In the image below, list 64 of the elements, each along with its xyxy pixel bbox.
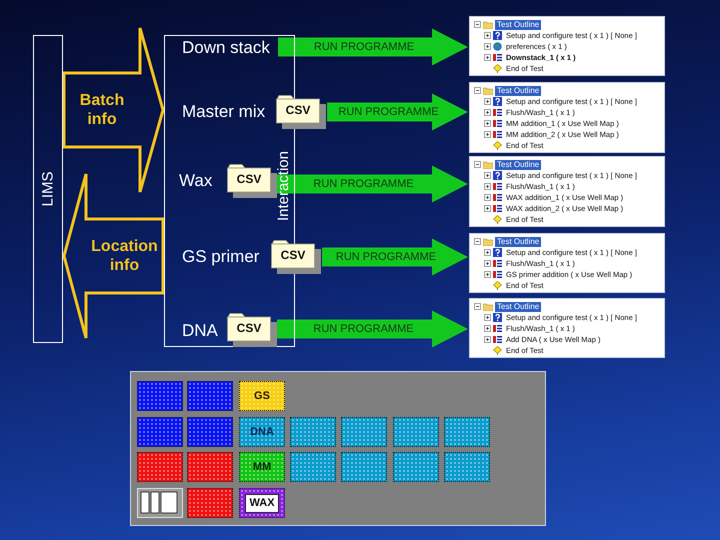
- step-label: DNA: [182, 319, 224, 343]
- plate-tile: [444, 452, 490, 482]
- tree-header-label: Test Outline: [495, 236, 542, 246]
- plate-tile: [239, 381, 285, 411]
- block-arrow: [327, 94, 468, 130]
- tree-header-label: Test Outline: [495, 20, 542, 30]
- plate-tile: [393, 452, 439, 482]
- container-label: Interaction: [275, 151, 292, 222]
- plate-tile: [290, 417, 336, 447]
- tree-panel: [469, 156, 665, 227]
- tree-panel: [469, 298, 665, 358]
- system-label: LIMS: [40, 172, 56, 206]
- file-label: CSV: [236, 172, 262, 186]
- tree-panel: [469, 16, 665, 76]
- plate-tile: [137, 417, 183, 447]
- step-label: Master mix: [182, 100, 274, 124]
- block-arrow: [278, 28, 468, 66]
- tile-label: DNA: [250, 426, 274, 438]
- plate-tile: [239, 417, 285, 447]
- tile-label: WAX: [245, 494, 279, 512]
- plate-tile: [187, 452, 233, 482]
- plate-tile: [341, 417, 387, 447]
- block-arrow: [277, 310, 468, 348]
- block-arrow: [62, 26, 165, 194]
- tree-header-label: Test Outline: [495, 302, 542, 312]
- file-folder: [227, 313, 277, 347]
- tree-panel: [469, 233, 665, 293]
- tile-label: GS: [254, 390, 270, 402]
- edge-label: RUN PROGRAMME: [312, 322, 415, 336]
- tree-panel: [469, 82, 665, 153]
- plate-tile: [239, 452, 285, 482]
- file-label: CSV: [280, 248, 306, 262]
- plate-tile: [239, 488, 285, 518]
- file-folder: [276, 95, 326, 129]
- edge-label: RUN PROGRAMME: [334, 250, 438, 264]
- edge-label: RUN PROGRAMME: [312, 40, 416, 54]
- tree-header-label: Test Outline: [495, 86, 542, 96]
- plate-tile: [444, 417, 490, 447]
- step-label: Down stack: [182, 36, 278, 60]
- file-label: CSV: [284, 103, 312, 117]
- tile-label: MM: [252, 460, 272, 474]
- plate-tile: [137, 381, 183, 411]
- edge-label: Batch info: [78, 90, 126, 130]
- block-arrow: [62, 172, 164, 340]
- step-label: GS primer: [182, 245, 268, 269]
- plate-tile: [187, 488, 233, 518]
- file-folder: [227, 164, 277, 198]
- plate-tile: [187, 417, 233, 447]
- plate-tile: [187, 381, 233, 411]
- plate-tile: [290, 452, 336, 482]
- step-label: Wax: [179, 169, 223, 193]
- edge-label: Location info: [90, 236, 159, 276]
- edge-label: RUN PROGRAMME: [337, 105, 440, 119]
- system-box: [33, 35, 63, 343]
- file-label: CSV: [236, 321, 262, 335]
- file-folder: [271, 240, 321, 274]
- plate-tile: [137, 452, 183, 482]
- rack-tile: [137, 488, 183, 518]
- block-arrow: [277, 166, 468, 202]
- deck-panel: [130, 371, 546, 526]
- plate-tile: [393, 417, 439, 447]
- block-arrow: [322, 238, 468, 276]
- tree-header-label: Test Outline: [495, 160, 542, 170]
- plate-tile: [341, 452, 387, 482]
